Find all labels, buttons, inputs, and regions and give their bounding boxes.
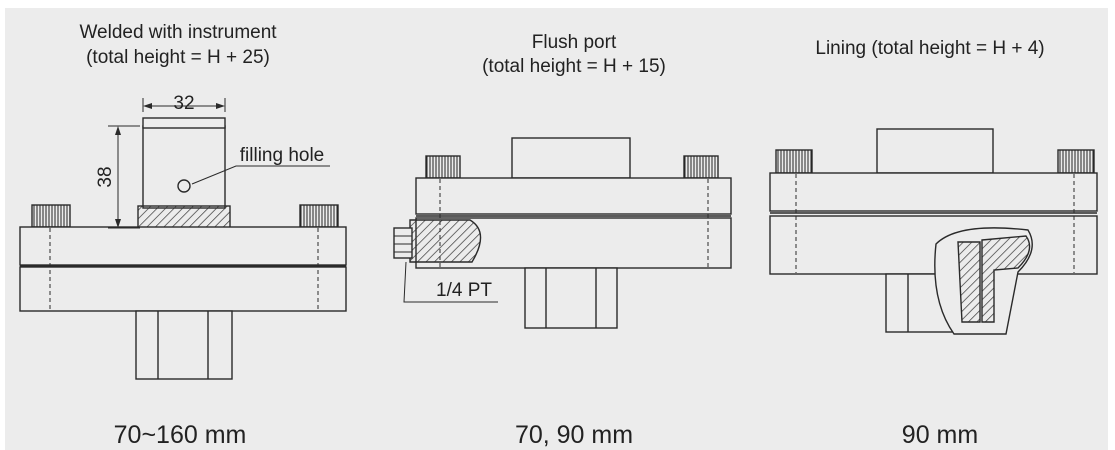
instrument-top — [142, 117, 226, 129]
knob-right — [1057, 149, 1095, 174]
welded-size-label: 70~160 mm — [113, 421, 247, 449]
knob-left — [31, 204, 71, 228]
lower-flange — [769, 215, 1098, 275]
lower-flange — [19, 266, 347, 312]
welded-title-line1: Welded with instrument — [79, 22, 277, 43]
lining-diagram — [769, 128, 1098, 335]
welded-diagram — [19, 98, 347, 380]
welded-dimension-height: 38 — [95, 166, 116, 188]
lining-section-right — [981, 235, 1031, 323]
lining-section-left — [957, 241, 981, 323]
upper-flange — [769, 172, 1098, 212]
filling-hole-callout: filling hole — [239, 145, 325, 166]
lining-title: Lining (total height = H + 4) — [815, 38, 1045, 59]
filling-hole — [177, 179, 191, 193]
knob-left — [775, 149, 813, 174]
port-plug — [393, 227, 413, 259]
flush-diagram — [393, 137, 732, 329]
upper-flange — [19, 226, 347, 266]
welded-dimension-width: 32 — [173, 93, 195, 114]
flush-title-line2: (total height = H + 15) — [482, 56, 666, 77]
knob-left — [425, 155, 461, 179]
port-callout: 1/4 PT — [436, 280, 492, 301]
weld-bead — [137, 205, 231, 229]
upper-flange — [415, 177, 732, 215]
instrument-body — [142, 125, 226, 209]
flush-title-line1: Flush port — [531, 32, 617, 53]
lining-size-label: 90 mm — [901, 421, 979, 449]
knob-right — [299, 204, 339, 228]
top-boss — [511, 137, 631, 179]
top-boss — [876, 128, 994, 174]
hex-nipple — [524, 267, 618, 329]
cutaway-section — [409, 219, 482, 263]
knob-right — [683, 155, 719, 179]
welded-title-line2: (total height = H + 25) — [86, 47, 270, 68]
flush-size-label: 70, 90 mm — [514, 421, 634, 449]
hex-nipple — [135, 310, 233, 380]
